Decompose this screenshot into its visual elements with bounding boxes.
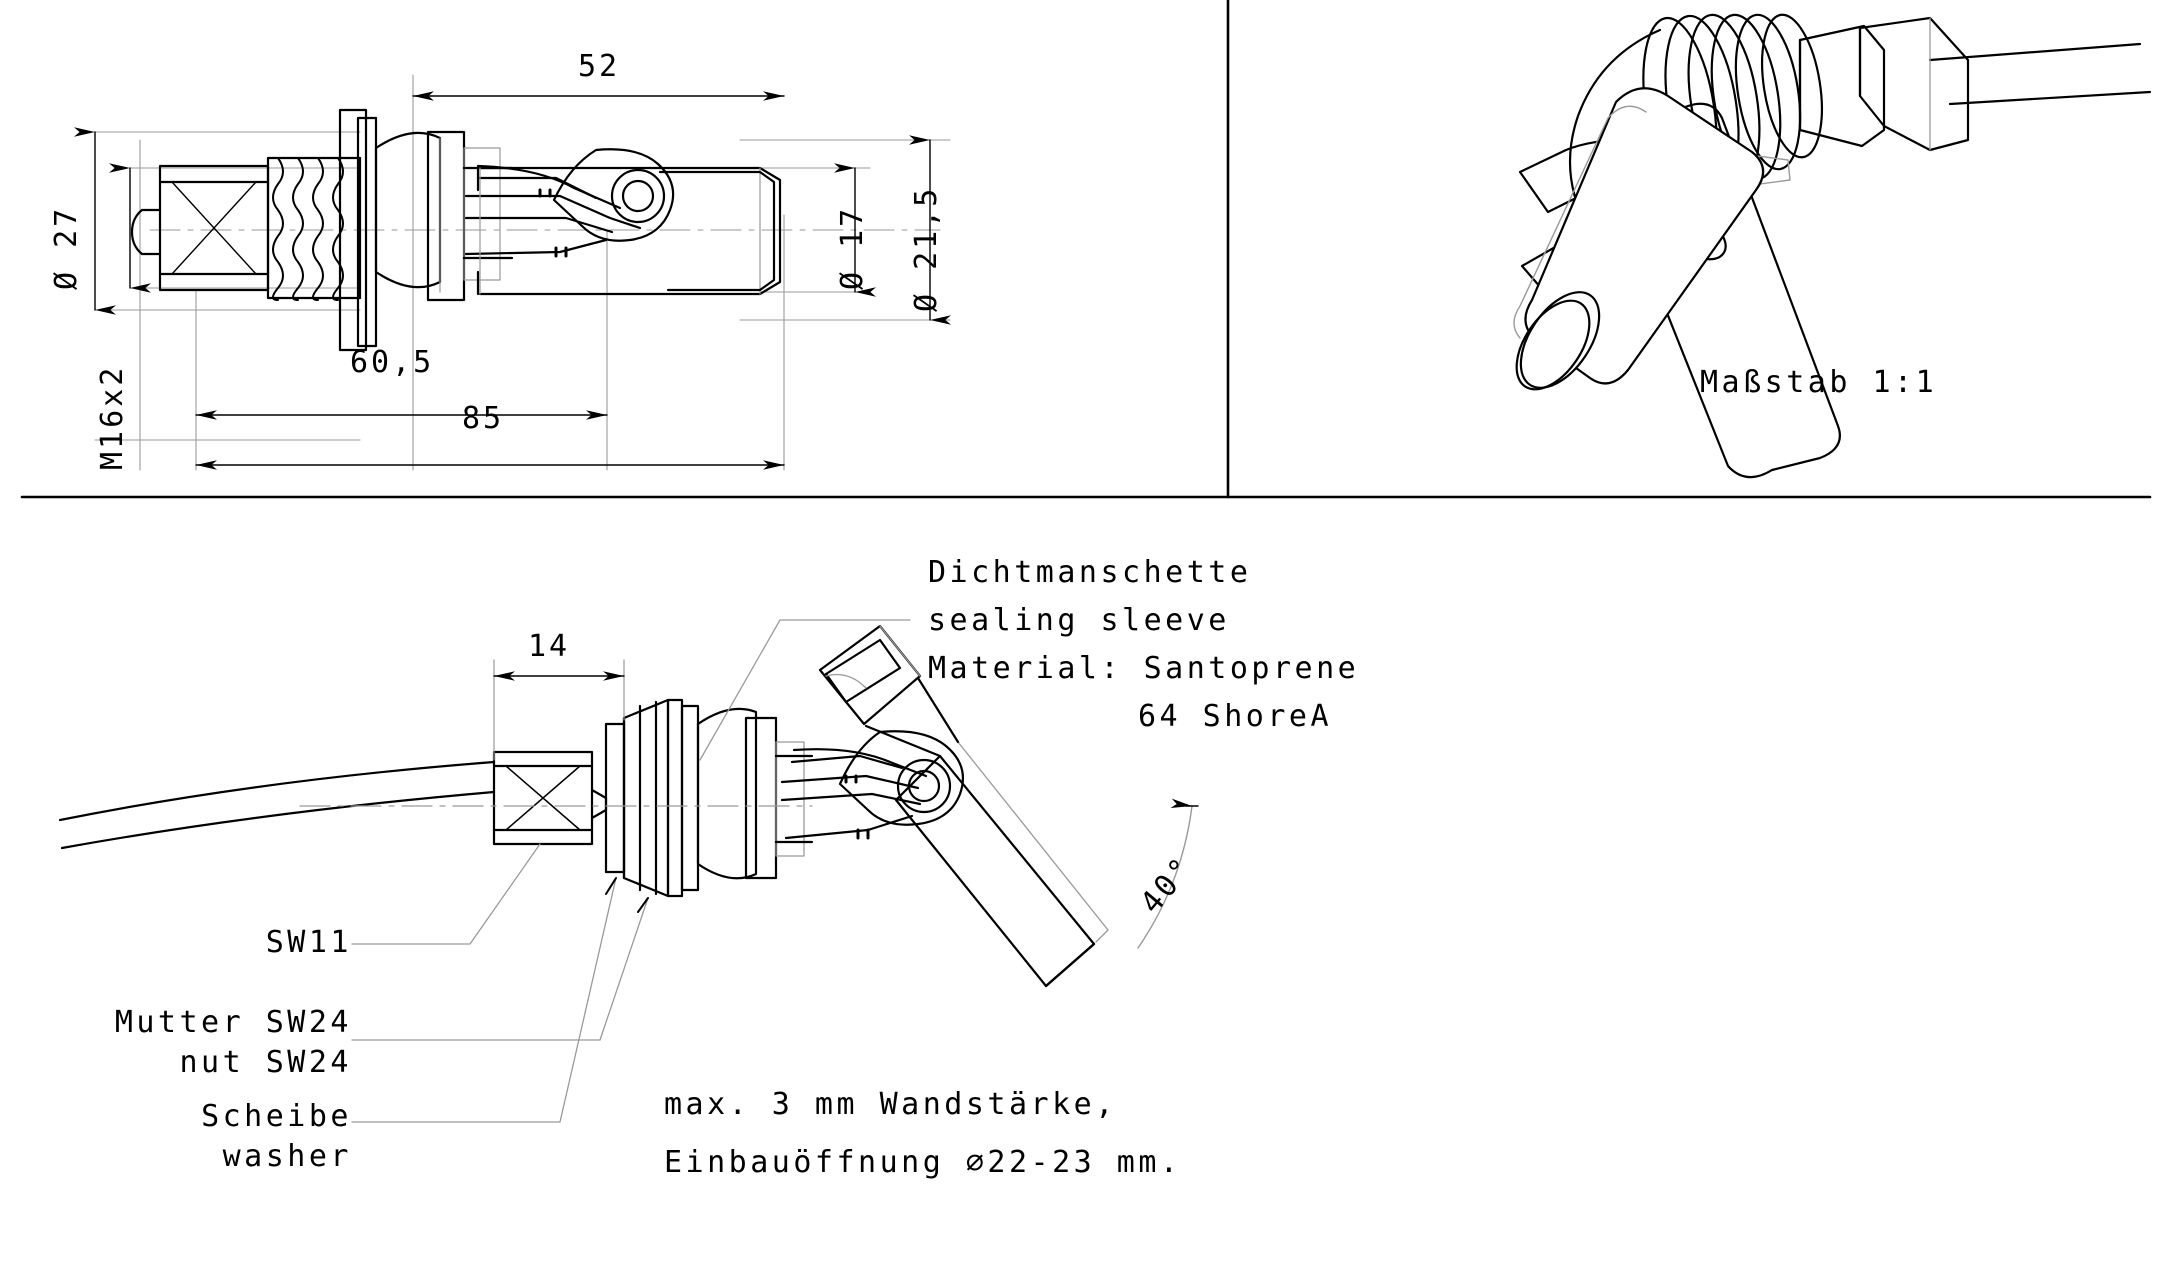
dimension-label-diameter-27: Ø 27 [49, 205, 84, 290]
note-wall-thickness: max. 3 mm Wandstärke, [664, 1087, 1117, 1122]
callout-nut-english: nut SW24 [179, 1045, 352, 1080]
callout-sealing-sleeve-line-1: Dichtmanschette [928, 555, 1252, 590]
callout-sealing-sleeve-line-2: sealing sleeve [928, 603, 1230, 638]
dimension-label-thread-m16x2: M16x2 [95, 364, 130, 470]
front-view-dimension-lines [74, 91, 951, 470]
isometric-geometry [1513, 13, 2152, 479]
dimension-label-85: 85 [462, 401, 505, 436]
panel-dividers [20, 0, 2152, 499]
dimension-label-diameter-21-5: Ø 21,5 [909, 185, 944, 312]
dimension-label-14: 14 [528, 629, 571, 664]
note-mounting-hole: Einbauöffnung ⌀22-23 mm. [664, 1145, 1182, 1180]
dimension-label-60-5: 60,5 [350, 345, 435, 380]
assembly-geometry [58, 624, 1109, 988]
callout-sw11: SW11 [265, 925, 352, 960]
callout-nut-german: Mutter SW24 [114, 1005, 352, 1040]
dimension-label-52: 52 [578, 49, 621, 84]
dimension-label-diameter-17: Ø 17 [835, 205, 870, 290]
callout-sealing-sleeve-line-4: 64 ShoreA [1138, 699, 1333, 734]
callout-sealing-sleeve-line-3: Material: Santoprene [928, 651, 1360, 686]
scale-label: Maßstab 1:1 [1700, 365, 1938, 400]
assembly-dimension-lines [299, 619, 1199, 1123]
callout-washer-english: washer [222, 1139, 352, 1174]
front-elevation-geometry [94, 74, 951, 471]
callout-washer-german: Scheibe [201, 1099, 352, 1134]
